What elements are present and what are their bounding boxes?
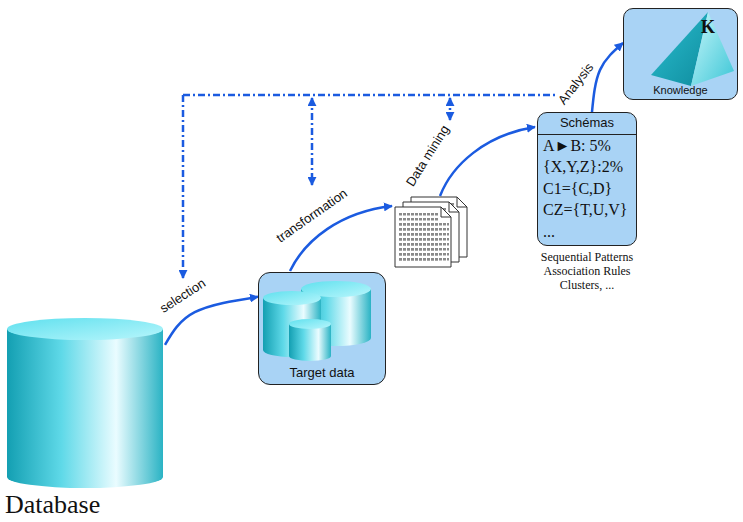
pattern-line: A►B: 5% xyxy=(538,135,636,157)
feedback-line xyxy=(183,94,556,97)
feedback-line xyxy=(449,98,452,120)
edge-label: Analysis xyxy=(554,59,598,109)
icon-letter: K xyxy=(701,18,715,36)
shape xyxy=(5,316,165,491)
target-data-box: Target data xyxy=(258,272,386,385)
box-caption: Sequential Patterns Association Rules Cl… xyxy=(525,250,649,293)
feedback-lines xyxy=(183,95,556,278)
pattern-line: {X,Y,Z}:2% xyxy=(538,156,636,178)
cylinder-top xyxy=(289,319,331,329)
edge-label: selection xyxy=(156,275,210,317)
data-mining-arrow xyxy=(440,127,535,196)
data-files xyxy=(395,197,467,267)
cylinder-top xyxy=(7,318,163,340)
feedback-line xyxy=(311,98,314,185)
cylinder-body xyxy=(7,329,163,488)
box-heading: Schémas xyxy=(538,113,636,135)
step-label: transformation xyxy=(272,185,352,247)
knowledge-box: K Knowledge xyxy=(623,8,738,100)
cylinder-body xyxy=(289,324,331,361)
cylinder-top xyxy=(263,291,321,305)
pyramid-face xyxy=(691,12,734,86)
node-label: Knowledge xyxy=(624,84,737,96)
database: Database xyxy=(5,316,165,522)
node-label: Target data xyxy=(259,366,385,380)
step-label: Data mining xyxy=(402,121,453,191)
feedback-line xyxy=(182,95,185,278)
data-file xyxy=(395,207,451,267)
pattern-line: C1={C,D} xyxy=(538,178,636,200)
pattern-line: ... xyxy=(538,221,636,243)
process-arrow xyxy=(592,43,623,112)
schema-box: SchémasA►B: 5%{X,Y,Z}:2%C1={C,D}CZ={T,U,… xyxy=(537,112,637,246)
node-label: Database xyxy=(5,491,100,520)
pattern-line: CZ={T,U,V} xyxy=(538,199,636,221)
